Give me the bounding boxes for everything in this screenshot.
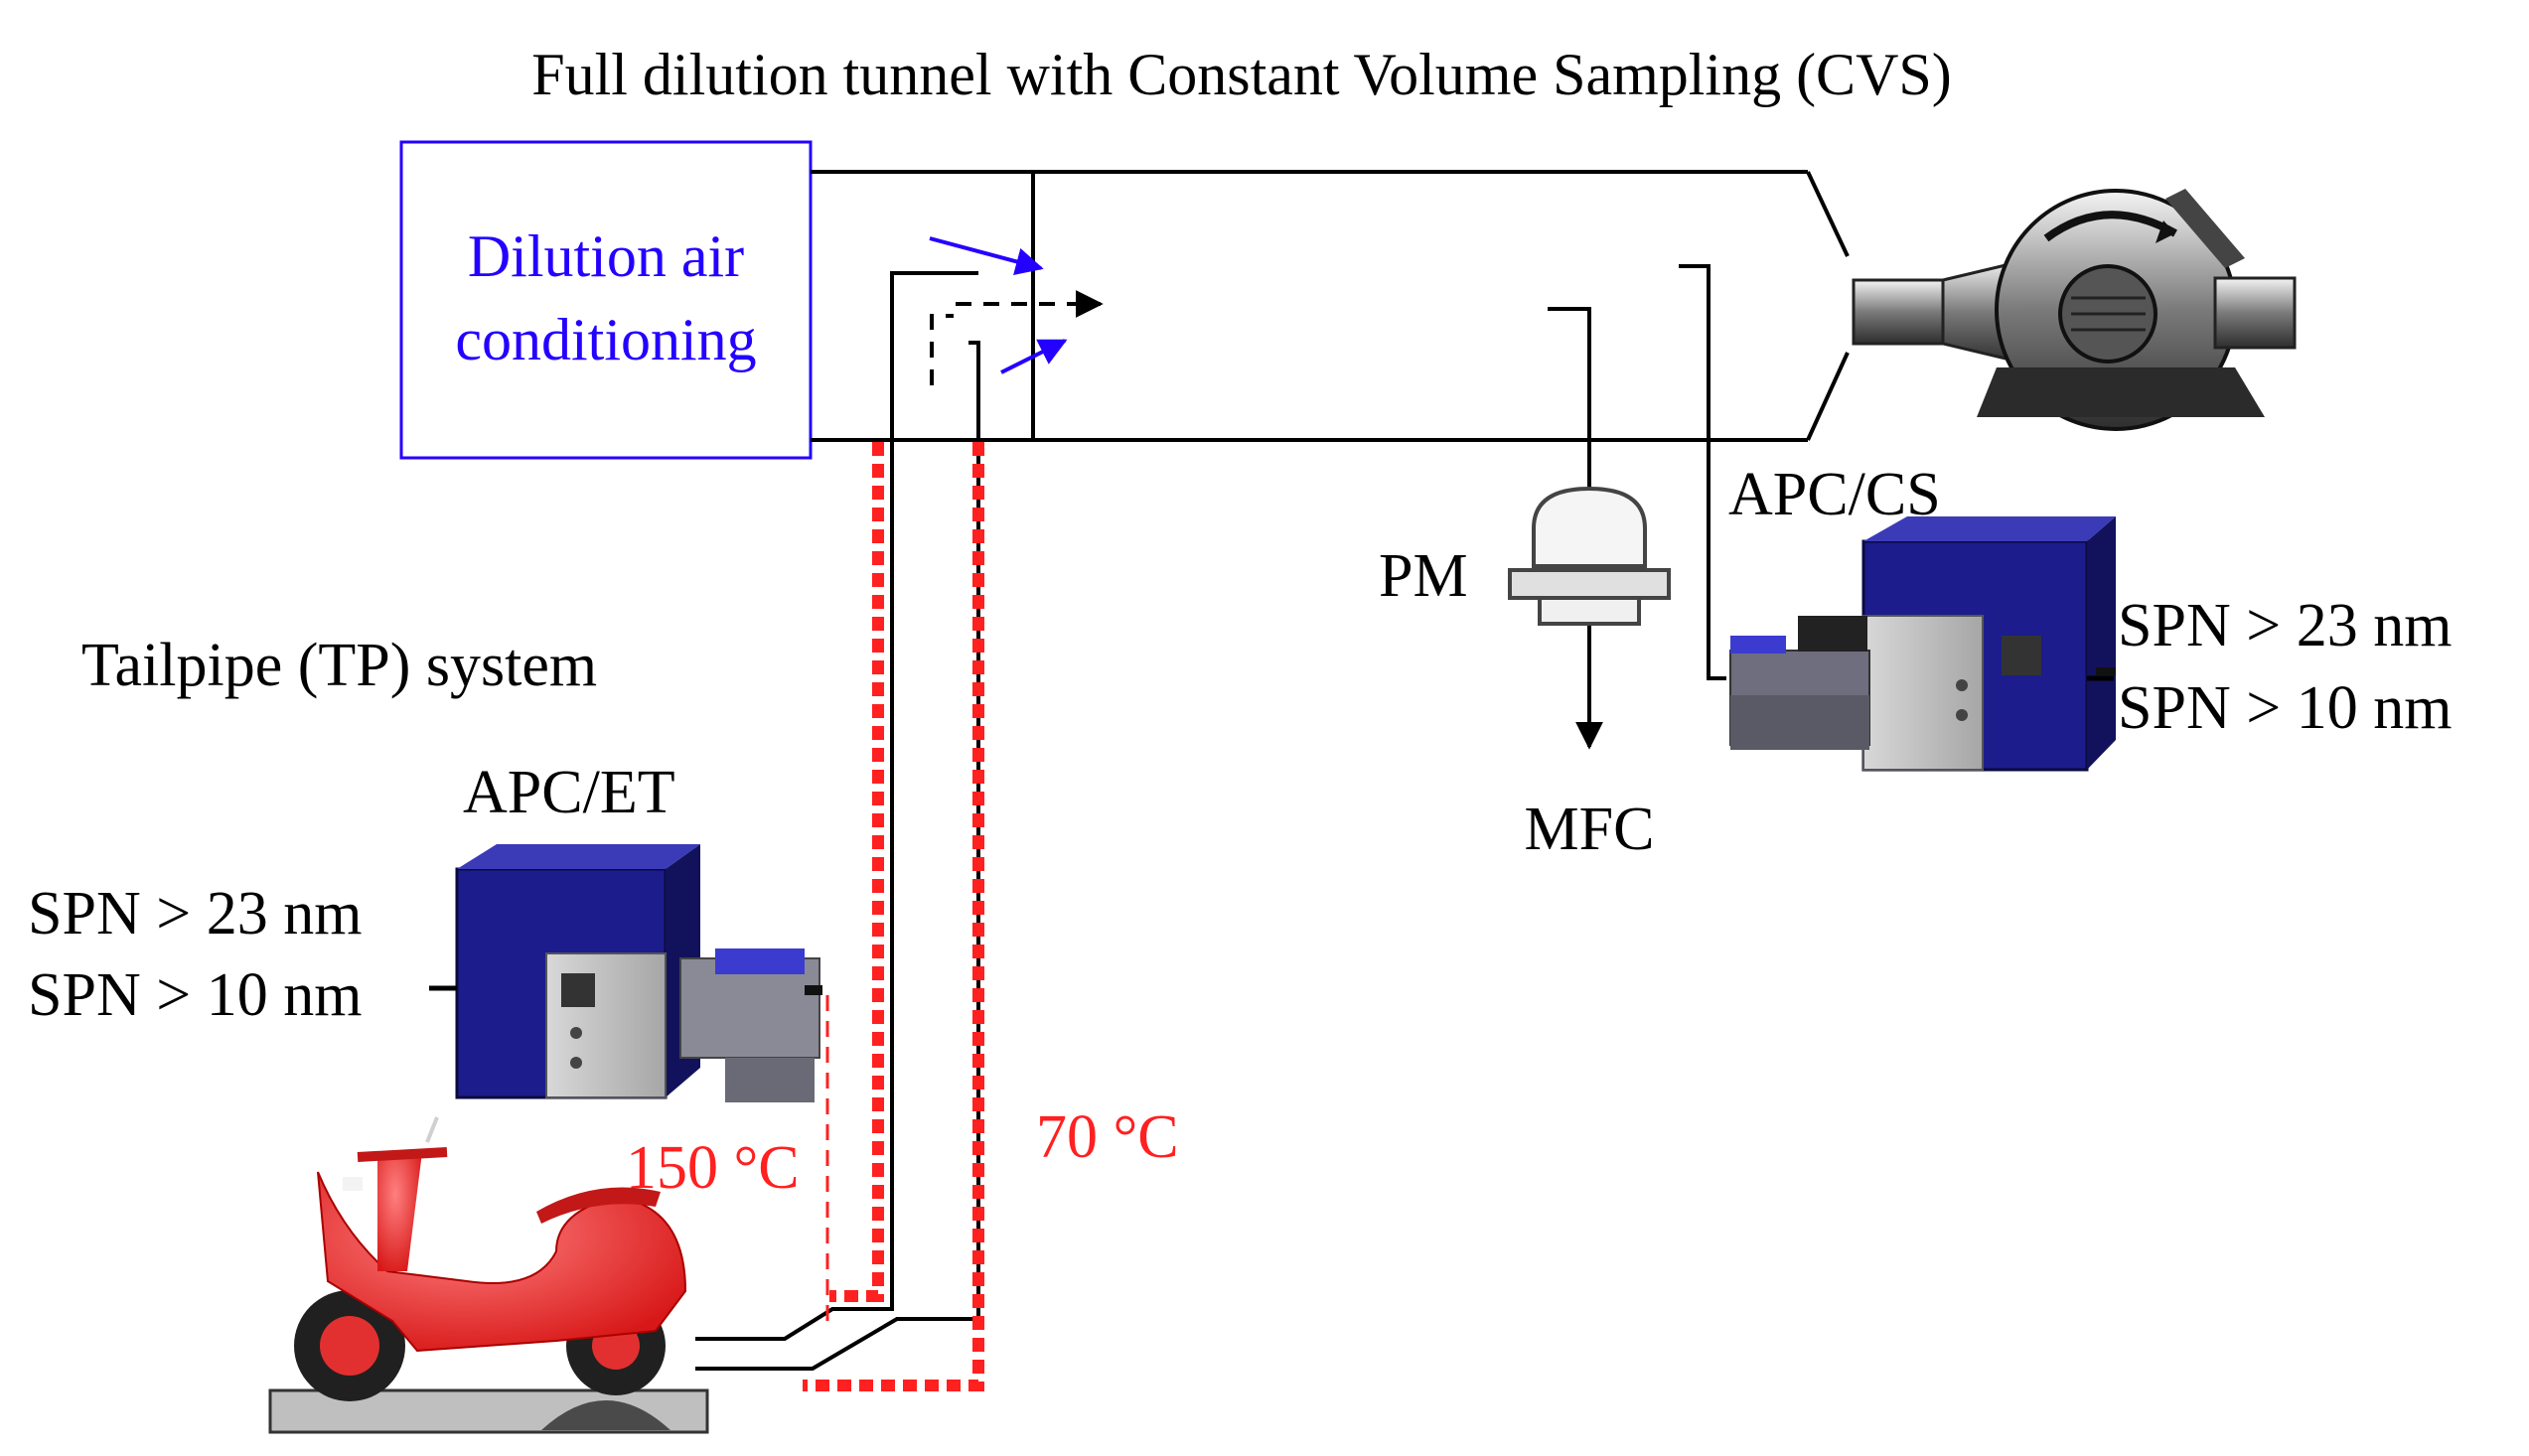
dilution-arrow-upper [929,236,1044,276]
temp-150-label: 150 °C [626,1134,800,1202]
dilution-box-line2: conditioning [455,307,756,372]
pm-label: PM [1379,542,1468,610]
cvs-blower-icon [1852,189,2297,431]
pm-filter-icon [1508,486,1671,626]
tailpipe-label: Tailpipe (TP) system [81,632,597,699]
apc-et-spn23: SPN > 23 nm [28,880,362,947]
apc-cs-label: APC/CS [1728,461,1941,528]
apc-et-instrument-icon [455,844,822,1102]
heated-line-70 [803,442,984,1391]
inner-probe-dashed [930,314,954,385]
apc-et-spn10: SPN > 10 nm [28,961,362,1029]
pm-sampling-line [1548,307,1603,750]
dilution-air-box: Dilution air conditioning [399,140,813,460]
temp-70-label: 70 °C [1036,1103,1179,1171]
heated-line-150 [829,442,884,1302]
apc-et-label: APC/ET [463,759,675,826]
scooter-icon [268,1116,709,1434]
apc-cs-probe-line [1679,264,1726,680]
dilution-box-line1: Dilution air [468,223,744,289]
diagram-title: Full dilution tunnel with Constant Volum… [531,42,1952,107]
apc-cs-instrument-icon [1729,516,2116,772]
apc-cs-spn23: SPN > 23 nm [2118,592,2452,659]
mfc-label: MFC [1525,796,1655,863]
dilution-arrow-lower [1000,339,1068,374]
apc-cs-spn10: SPN > 10 nm [2118,674,2452,742]
